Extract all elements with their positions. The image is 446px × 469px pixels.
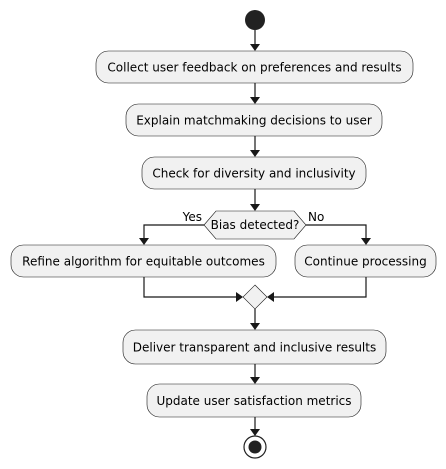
activity-continue-processing-label: Continue processing [304,255,426,269]
activity-refine-algorithm: Refine algorithm for equitable outcomes [10,244,277,278]
decision-yes-label: Yes [182,210,202,224]
activity-explain-decisions: Explain matchmaking decisions to user [125,103,383,137]
decision-no-label: No [308,210,324,224]
end-node [243,435,267,459]
merge-node [242,284,268,310]
edges [139,30,371,436]
activity-update-metrics-label: Update user satisfaction metrics [156,394,351,408]
decision-question: Bias detected? [211,218,300,232]
activity-collect-feedback: Collect user feedback on preferences and… [95,50,414,84]
decision-bias-detected: Bias detected? Yes No [182,210,324,240]
start-node [245,10,265,30]
activity-collect-feedback-label: Collect user feedback on preferences and… [107,61,401,75]
activity-check-diversity: Check for diversity and inclusivity [141,156,367,190]
activity-continue-processing: Continue processing [294,244,437,278]
activity-deliver-results: Deliver transparent and inclusive result… [122,329,387,365]
activity-deliver-results-label: Deliver transparent and inclusive result… [133,341,376,355]
activity-check-diversity-label: Check for diversity and inclusivity [152,167,355,181]
activity-refine-algorithm-label: Refine algorithm for equitable outcomes [22,255,265,269]
activity-explain-decisions-label: Explain matchmaking decisions to user [136,114,372,128]
activity-update-metrics: Update user satisfaction metrics [146,383,362,418]
